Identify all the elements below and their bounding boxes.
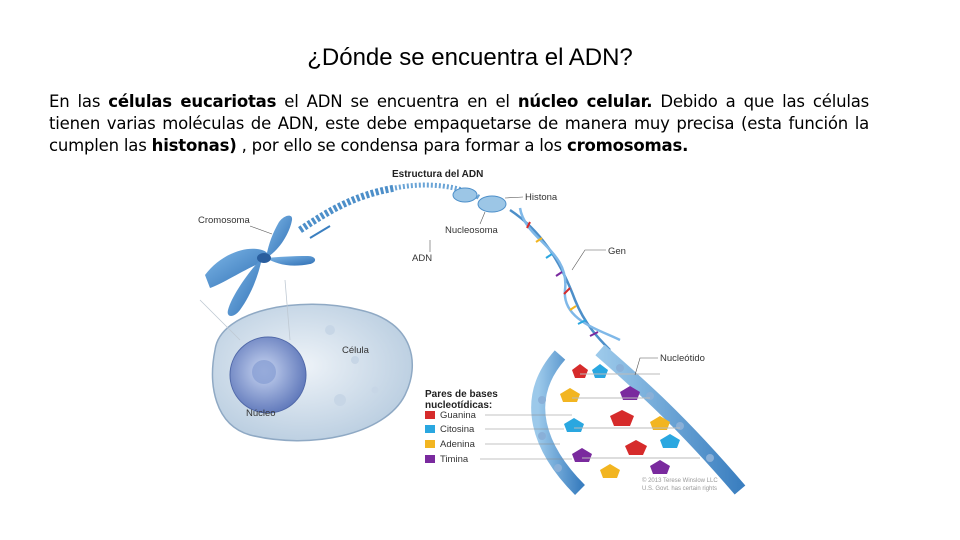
paragraph-bold-3: histonas) [151, 136, 237, 155]
copyright-line1: © 2013 Terese Winslow LLC [642, 477, 718, 484]
adn-label: ADN [412, 253, 432, 264]
cromosoma-label: Cromosoma [198, 215, 250, 226]
histona-label: Histona [525, 192, 558, 203]
paragraph-text-3: Debido a que las células tienen varias m… [49, 92, 870, 155]
dna-structure-figure: Estructura del ADN Célula Núcleo Cromoso… [198, 169, 746, 495]
dna-helix-lower [531, 344, 746, 495]
citosina-swatch [425, 425, 435, 433]
legend-guanina: Guanina [440, 410, 477, 421]
paragraph-bold-2: núcleo celular. [517, 92, 653, 111]
legend-title-line2: nucleotídicas: [425, 400, 492, 411]
guanina-swatch [425, 411, 435, 419]
paragraph-text-4: , por ello se condensa para formar a los [236, 136, 568, 155]
legend-title-line1: Pares de bases [425, 389, 498, 400]
figure-heading: Estructura del ADN [392, 169, 483, 180]
gen-label: Gen [608, 246, 626, 257]
chromosome-illustration [205, 215, 316, 316]
copyright-line2: U.S. Govt. has certain rights [642, 486, 717, 492]
paragraph-bold-1: células eucariotas [108, 92, 277, 111]
timina-swatch [425, 455, 435, 463]
nucleo-label: Núcleo [246, 408, 276, 419]
cell-illustration [199, 279, 413, 442]
chromatin-fiber [298, 182, 507, 239]
paragraph-bold-4: cromosomas. [567, 136, 689, 155]
base-pair-legend: Pares de bases nucleotídicas: Guanina Ci… [425, 389, 572, 465]
nucleotido-label: Nucleótido [660, 353, 705, 364]
legend-timina: Timina [440, 454, 469, 465]
nucleosoma-label: Nucleosoma [445, 225, 499, 236]
celula-label: Célula [342, 345, 370, 356]
page-title: ¿Dónde se encuentra el ADN? [307, 44, 633, 71]
adenina-swatch [425, 440, 435, 448]
legend-citosina: Citosina [440, 424, 475, 435]
intro-paragraph: En las células eucariotas el ADN se encu… [49, 91, 869, 157]
paragraph-text-2: el ADN se encuentra en el [276, 92, 518, 111]
paragraph-text-1: En las [49, 92, 109, 111]
legend-adenina: Adenina [440, 439, 476, 450]
dna-helix-upper [509, 207, 621, 351]
